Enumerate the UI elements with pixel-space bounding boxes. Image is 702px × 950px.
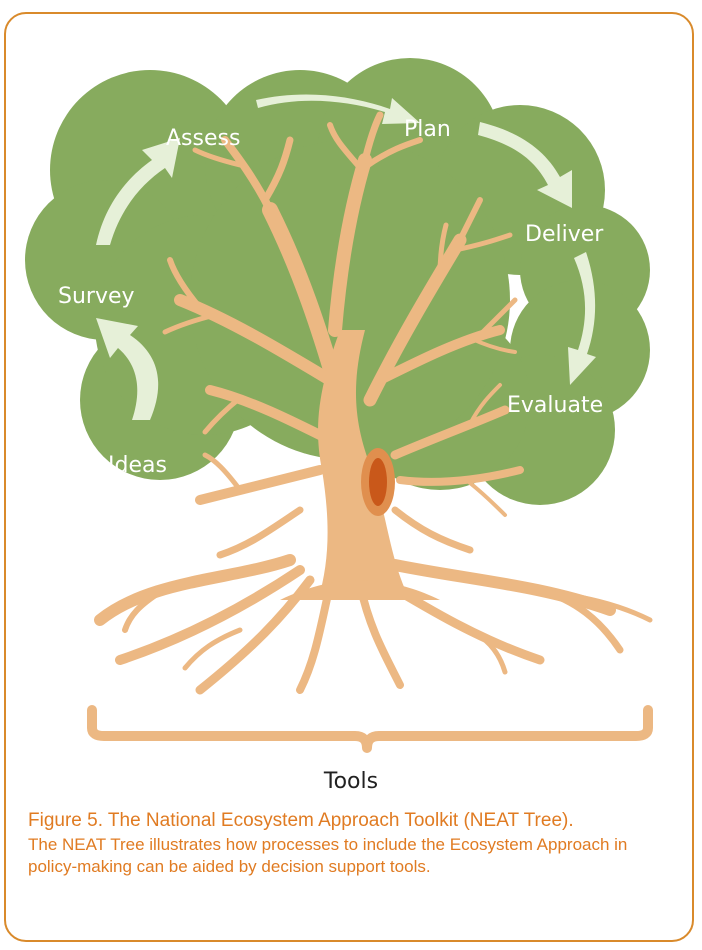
stage-evaluate-label: Evaluate [507,393,603,418]
cycle-arrows [96,94,596,420]
stage-deliver-label: Deliver [525,222,604,247]
neat-tree-diagram: Ideas Survey Assess Plan Deliver Evaluat… [25,58,653,794]
figure-frame [4,12,694,942]
arrow-deliver-to-evaluate [568,252,596,385]
trunk-knot-inner [369,458,387,506]
tools-bracket [87,705,653,753]
arrow-assess-to-plan [256,94,420,124]
stage-survey-label: Survey [58,284,135,309]
caption-title: Figure 5. The National Ecosystem Approac… [28,810,574,831]
stage-assess-label: Assess [166,126,240,151]
tools-label: Tools [323,769,378,794]
figure-caption: Figure 5. The National Ecosystem Approac… [28,810,678,878]
stage-plan-label: Plan [404,117,451,142]
caption-body: The NEAT Tree illustrates how processes … [28,835,628,876]
stage-ideas-label: Ideas [108,453,167,478]
arrow-survey-to-assess [96,138,180,245]
arrow-ideas-to-survey [96,318,159,420]
trunk-base [280,580,440,600]
arrow-plan-to-deliver [478,122,572,208]
